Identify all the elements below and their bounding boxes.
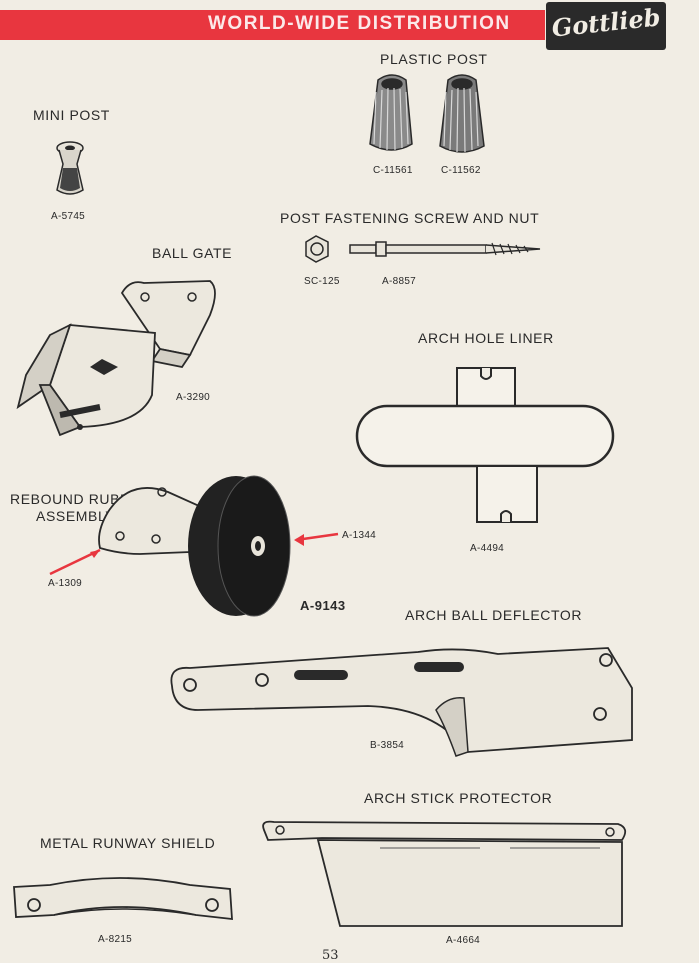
arch-stick-protector-part: A-4664: [446, 935, 481, 946]
mini-post-part: A-5745: [51, 211, 86, 222]
plastic-post-part-2: C-11562: [441, 165, 481, 176]
plastic-post-part-1: C-11561: [373, 165, 413, 176]
arch-stick-protector-title: ARCH STICK PROTECTOR: [364, 790, 553, 806]
gottlieb-logo: Gottlieb: [546, 2, 666, 50]
arch-hole-liner-part: A-4494: [470, 543, 505, 554]
fastening-title: POST FASTENING SCREW AND NUT: [280, 210, 540, 226]
plastic-post-title: PLASTIC POST: [380, 51, 488, 67]
ball-gate-title: BALL GATE: [152, 245, 233, 261]
rebound-assembly-part: A-9143: [300, 598, 346, 613]
rebound-rubber-illustration: [49, 475, 339, 617]
screw-part: A-8857: [382, 276, 417, 287]
ball-gate-part: A-3290: [176, 392, 211, 403]
nut-part: SC-125: [304, 276, 340, 287]
plastic-post-illustration: [369, 74, 485, 153]
metal-runway-shield-illustration: [13, 877, 233, 921]
page-number: 53: [322, 948, 339, 963]
arch-hole-liner-illustration: [355, 367, 615, 523]
arch-hole-liner-title: ARCH HOLE LINER: [418, 330, 554, 346]
arch-ball-deflector-part: B-3854: [370, 740, 405, 751]
arch-ball-deflector-illustration: [170, 647, 633, 757]
arch-ball-deflector-title: ARCH BALL DEFLECTOR: [405, 607, 583, 623]
mini-post-title: MINI POST: [33, 107, 110, 123]
arch-stick-protector-illustration: [262, 820, 627, 927]
mini-post-illustration: [56, 141, 84, 195]
metal-runway-shield-title: METAL RUNWAY SHIELD: [40, 835, 216, 851]
rubber-part: A-1344: [342, 530, 377, 541]
ball-gate-illustration: [16, 280, 216, 437]
screw-and-nut-illustration: [305, 235, 541, 263]
banner-title: WORLD-WIDE DISTRIBUTION: [208, 13, 511, 34]
header-banner: [0, 10, 545, 40]
logo-text: Gottlieb: [550, 2, 662, 43]
rebound-title-line-2: ASSEMBLY: [36, 508, 116, 524]
metal-runway-shield-part: A-8215: [98, 934, 133, 945]
bracket-part: A-1309: [48, 578, 83, 589]
